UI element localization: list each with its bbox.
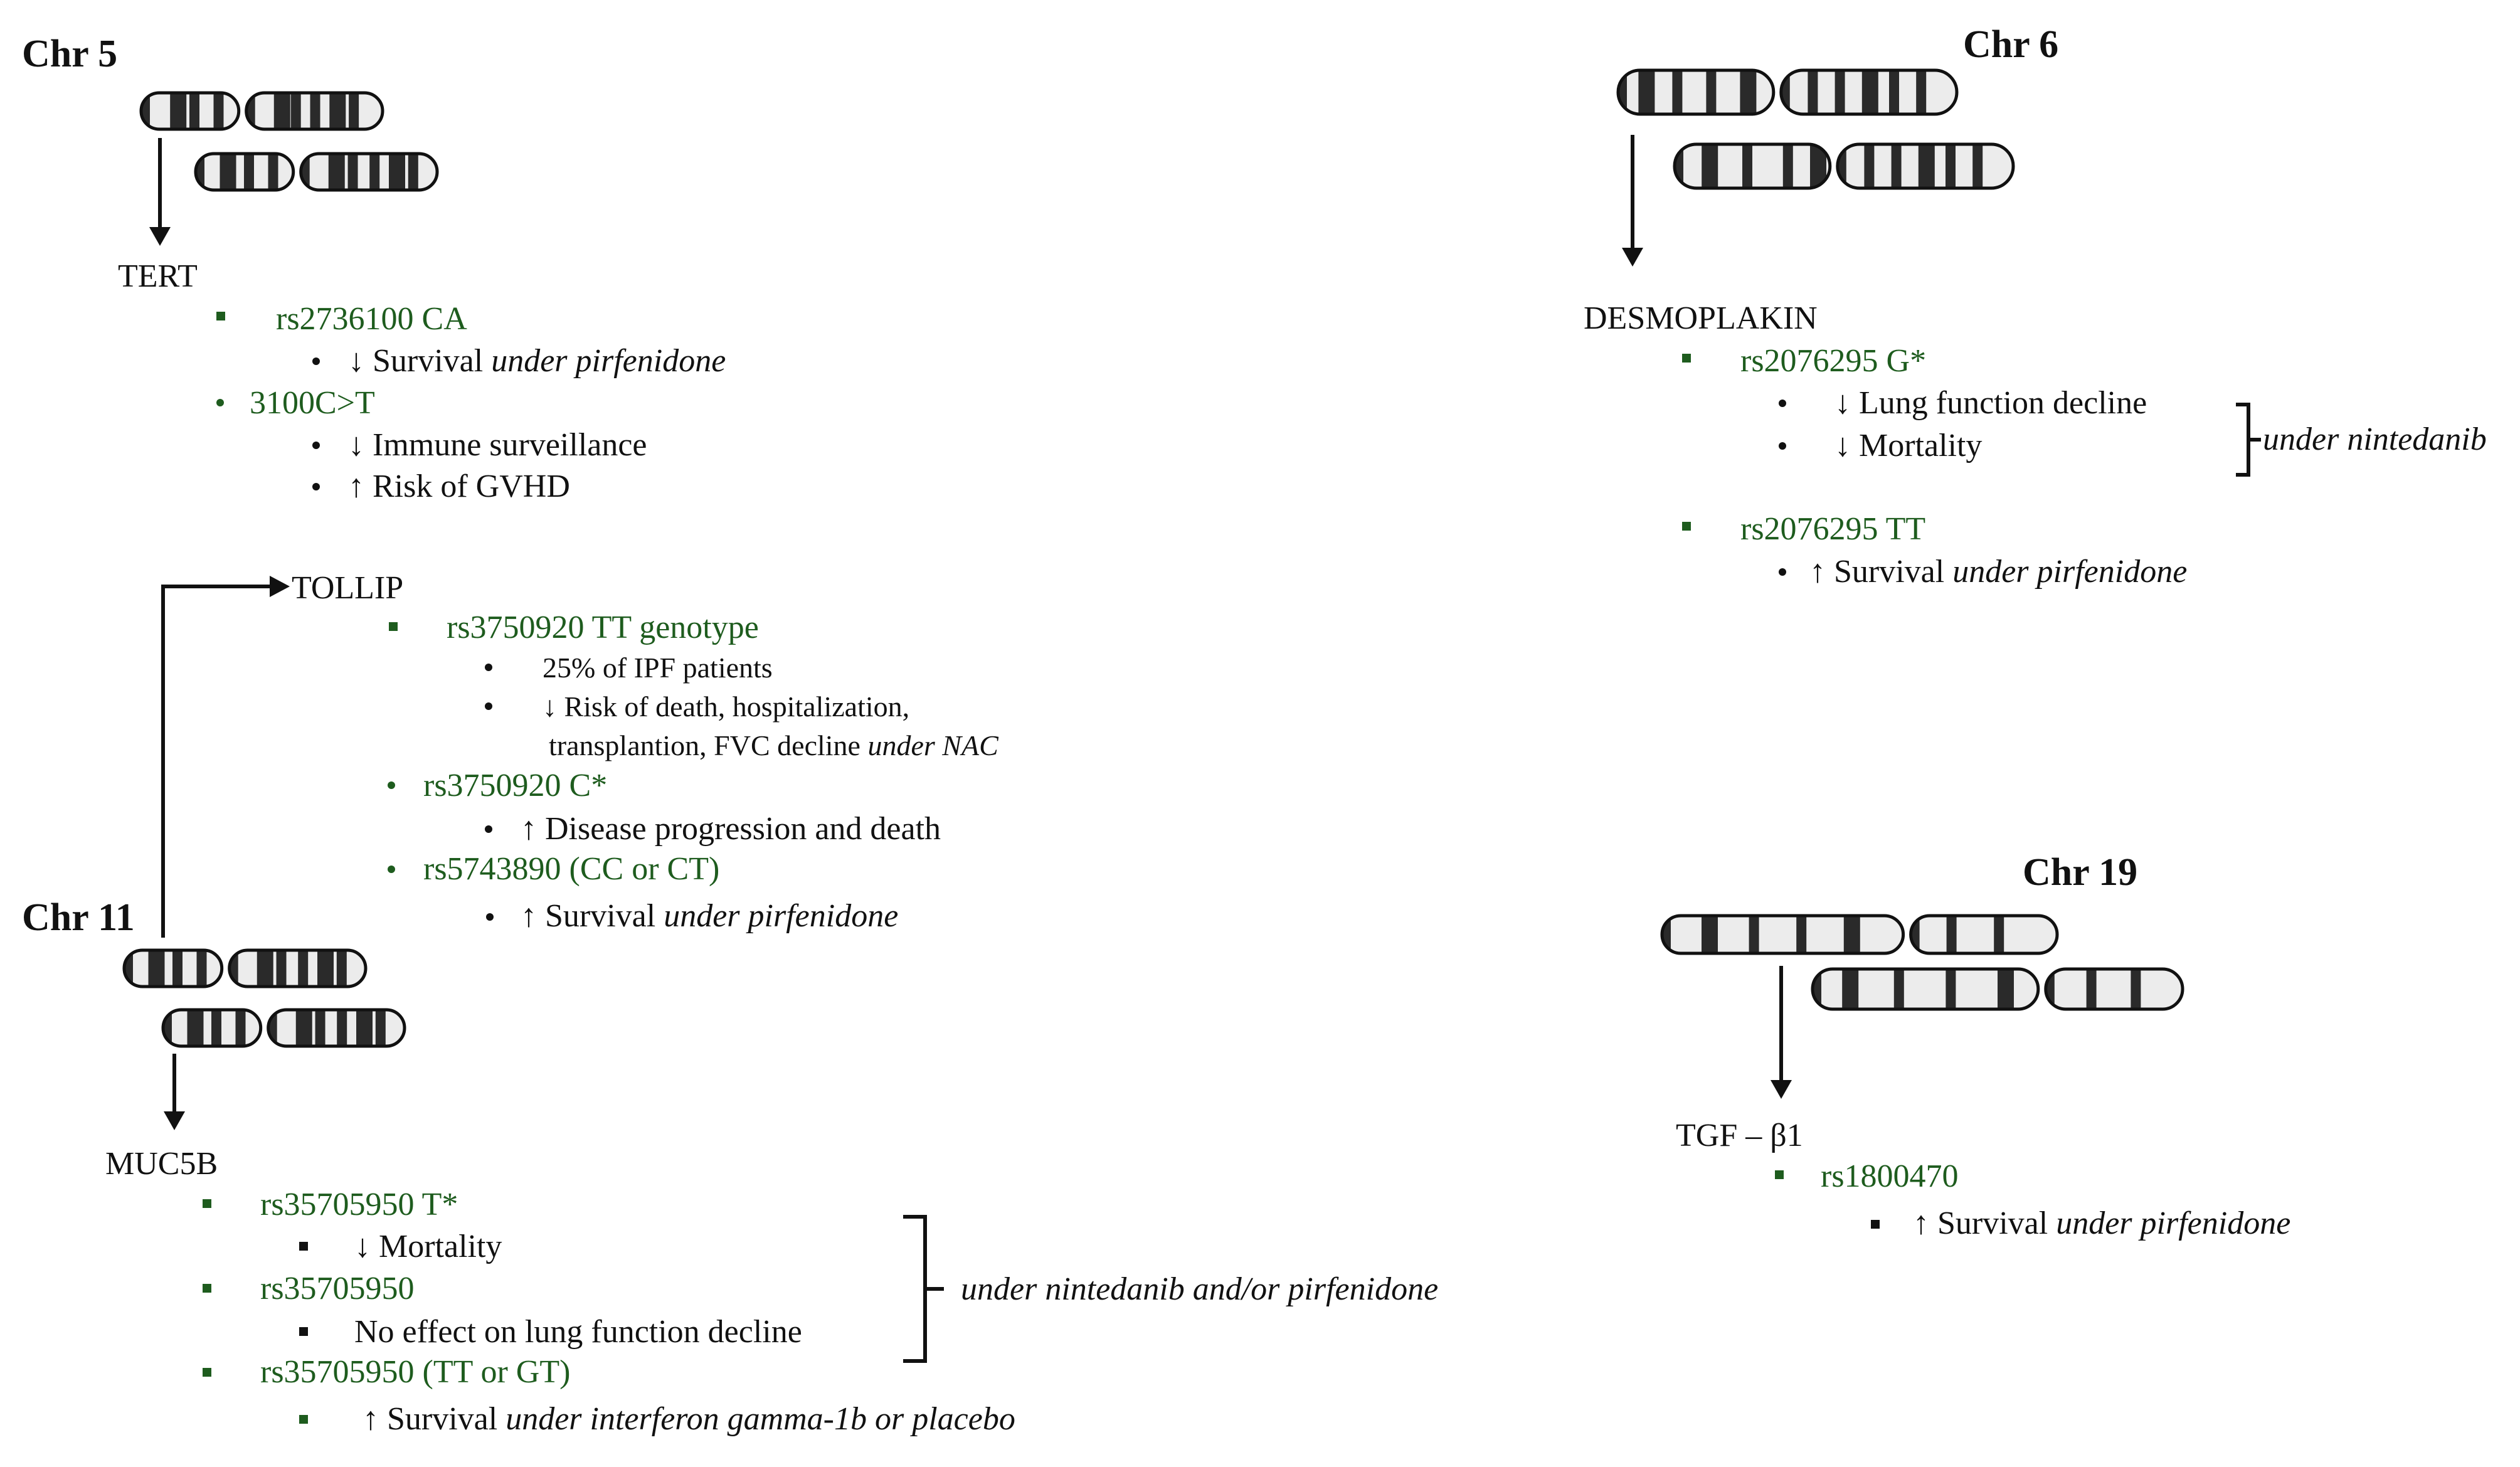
tollip-v1-effect-3: transplantion, FVC decline under NAC (549, 729, 998, 761)
bullet-square (1775, 1170, 1784, 1179)
tollip-variant-1: rs3750920 TT genotype (447, 610, 759, 645)
tert-variant-2: 3100C>T (250, 385, 375, 421)
desmoplakin-bracket (2236, 403, 2261, 477)
bullet-square (299, 1327, 308, 1336)
desmoplakin-v1-effect-1: ↓ Lung function decline (1834, 385, 2147, 421)
bullet-dot (1779, 400, 1786, 407)
tgfb1-gene-label: TGF – β1 (1676, 1118, 1803, 1153)
bullet-square (1871, 1220, 1880, 1229)
tollip-gene-label: TOLLIP (292, 570, 404, 606)
desmoplakin-bracket-note: under nintedanib (2263, 421, 2487, 457)
desmoplakin-variant-1: rs2076295 G* (1740, 343, 1927, 379)
bullet-dot (486, 913, 494, 921)
muc5b-v3-effect-1: ↑ Survival under interferon gamma-1b or … (363, 1401, 1015, 1437)
muc5b-variant-3: rs35705950 (TT or GT) (260, 1354, 571, 1390)
tollip-v2-effect-1: ↑ Disease progression and death (521, 811, 941, 847)
desmoplakin-variant-2: rs2076295 TT (1740, 511, 1926, 547)
bullet-square (299, 1242, 308, 1251)
muc5b-v1-effect-1: ↓ Mortality (354, 1229, 502, 1264)
bullet-dot (312, 442, 320, 449)
tollip-v1-effect-2: ↓ Risk of death, hospitalization, (543, 691, 910, 723)
bullet-square (203, 1284, 211, 1293)
tgfb1-v1-effect-1: ↑ Survival under pirfenidone (1913, 1205, 2291, 1241)
chr11-to-tollip-arrowhead (270, 576, 290, 597)
chr19-title: Chr 19 (2023, 851, 2138, 894)
muc5b-v2-effect-1: No effect on lung function decline (354, 1314, 802, 1350)
bullet-square (216, 312, 225, 320)
chr11-to-muc5b-arrowhead (164, 1111, 185, 1130)
muc5b-variant-1: rs35705950 T* (260, 1187, 458, 1222)
tollip-variant-2: rs3750920 C* (423, 768, 608, 803)
bullet-dot (388, 866, 395, 873)
tollip-variant-3: rs5743890 (CC or CT) (423, 851, 720, 887)
bullet-dot (216, 399, 224, 406)
chr6-title: Chr 6 (1963, 23, 2059, 66)
tollip-v3-effect-1: ↑ Survival under pirfenidone (521, 898, 899, 934)
chr11-title: Chr 11 (22, 896, 135, 939)
bullet-dot (312, 483, 320, 490)
bullet-dot (485, 825, 492, 833)
desmoplakin-gene-label: DESMOPLAKIN (1584, 300, 1818, 336)
muc5b-bracket-note: under nintedanib and/or pirfenidone (961, 1271, 1439, 1307)
chr11-ideogram-2 (161, 1008, 406, 1048)
bullet-square (203, 1199, 211, 1208)
bullet-square (389, 622, 398, 631)
chr6-to-desmoplakin-arrowhead (1622, 248, 1643, 267)
tert-v2-effect-2: ↑ Risk of GVHD (348, 469, 570, 504)
chr11-to-tollip-arrow (161, 585, 276, 938)
bullet-square (203, 1368, 211, 1377)
chr5-title: Chr 5 (22, 33, 118, 75)
muc5b-variant-2: rs35705950 (260, 1271, 415, 1306)
tert-v2-effect-1: ↓ Immune surveillance (348, 427, 647, 463)
tollip-v1-effect-1: 25% of IPF patients (543, 652, 773, 684)
chr19-to-tgfb1-arrowhead (1771, 1080, 1792, 1099)
tgfb1-variant-1: rs1800470 (1821, 1158, 1959, 1194)
bullet-dot (388, 781, 395, 789)
desmoplakin-v2-effect-1: ↑ Survival under pirfenidone (1809, 554, 2188, 590)
chr5-ideogram-2 (194, 152, 439, 192)
bullet-dot (1779, 442, 1786, 450)
chromosome-ideograms (122, 68, 2184, 1048)
chr5-to-tert-arrowhead (149, 227, 171, 246)
chr11-ideogram-1 (122, 948, 368, 988)
muc5b-gene-label: MUC5B (105, 1146, 218, 1182)
tert-variant-1: rs2736100 CA (276, 301, 467, 337)
bullet-square (299, 1415, 308, 1424)
tert-v1-effect-1: ↓ Survival under pirfenidone (348, 343, 726, 379)
desmoplakin-v1-effect-2: ↓ Mortality (1834, 428, 1983, 463)
bullet-square (1682, 354, 1691, 363)
chr6-ideogram-2 (1673, 142, 2015, 190)
chr6-ideogram-1 (1616, 68, 1959, 116)
chr5-ideogram-1 (139, 91, 384, 131)
chr19-ideogram-2 (1811, 967, 2184, 1011)
tert-gene-label: TERT (118, 258, 198, 294)
bullet-dot (312, 357, 320, 365)
bullet-square (1682, 522, 1691, 531)
bullet-dot (1779, 568, 1786, 576)
chr19-ideogram-1 (1660, 914, 2059, 955)
muc5b-bracket (903, 1215, 944, 1363)
bullet-dot (485, 664, 492, 671)
bullet-dot (485, 702, 492, 710)
